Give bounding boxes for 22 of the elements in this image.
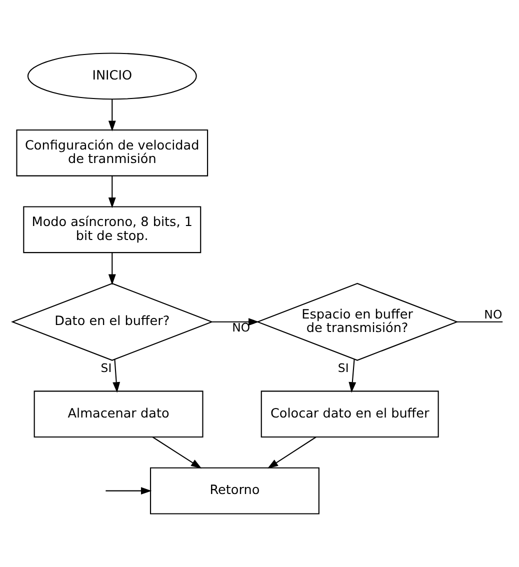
arrow bbox=[108, 253, 116, 285]
arrow bbox=[108, 176, 116, 208]
arrow bbox=[267, 436, 316, 469]
arrow bbox=[112, 360, 120, 393]
node-box: Colocar dato en el buffer bbox=[260, 390, 439, 438]
arrow bbox=[108, 99, 116, 132]
arrow bbox=[348, 360, 356, 393]
arrow bbox=[106, 487, 152, 495]
node-box: Configuración de velocidad de tranmisión bbox=[16, 129, 208, 176]
node-ellipse: INICIO bbox=[27, 52, 197, 100]
connector bbox=[457, 321, 503, 322]
arrow bbox=[212, 318, 260, 326]
node-diamond: Dato en el buffer? bbox=[11, 282, 214, 361]
node-box: Almacenar dato bbox=[34, 390, 204, 438]
arrow bbox=[152, 436, 202, 469]
edge-label: NO bbox=[484, 307, 502, 322]
node-diamond: Espacio en buffer de transmisión? bbox=[256, 282, 458, 361]
node-box: Modo asíncrono, 8 bits, 1 bit de stop. bbox=[23, 206, 202, 254]
edge-label: SI bbox=[338, 360, 349, 375]
edge-label: SI bbox=[100, 360, 112, 375]
edge-label: NO bbox=[232, 320, 250, 334]
node-box: Retorno bbox=[150, 467, 320, 514]
